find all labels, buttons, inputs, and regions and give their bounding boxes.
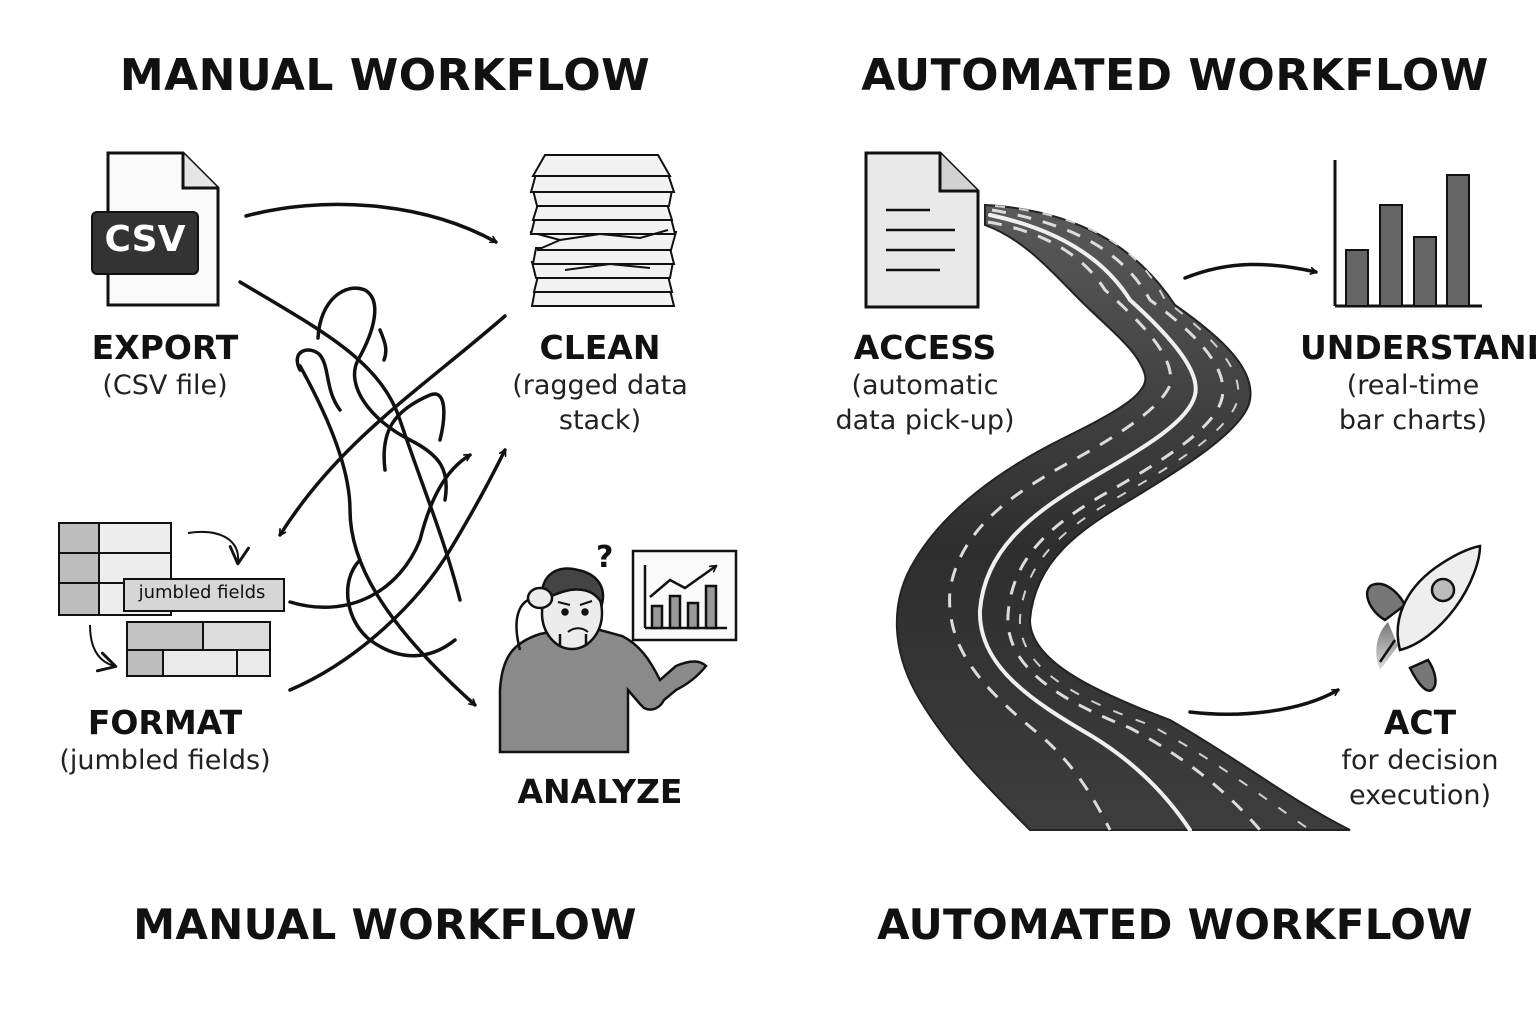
- step-export: EXPORT (CSV file): [60, 328, 270, 403]
- step-clean-label: CLEAN: [539, 328, 661, 367]
- step-format-sub: (jumbled fields): [59, 745, 271, 776]
- csv-badge-text: CSV: [104, 219, 186, 260]
- step-clean-sub-2: stack): [558, 405, 642, 436]
- trend-chart-icon: [631, 549, 738, 642]
- step-act-sub-1: for decision: [1341, 745, 1499, 776]
- step-format-label: FORMAT: [87, 703, 243, 742]
- step-access-sub-1: (automatic: [851, 370, 999, 401]
- manual-title: MANUAL WORKFLOW: [119, 50, 651, 101]
- step-understand-sub-2: bar charts): [1338, 405, 1488, 436]
- step-act-sub-2: execution): [1348, 780, 1492, 811]
- step-access: ACCESS (automatic data pick-up): [815, 328, 1035, 438]
- manual-footer: MANUAL WORKFLOW: [133, 900, 637, 949]
- step-understand: UNDERSTAND (real-time bar charts): [1300, 328, 1536, 438]
- step-understand-label: UNDERSTAND: [1300, 328, 1536, 367]
- paper-stack-icon: [529, 154, 678, 307]
- step-act: ACT for decision execution): [1330, 703, 1510, 813]
- automated-footer: AUTOMATED WORKFLOW: [877, 900, 1473, 949]
- step-understand-sub-1: (real-time: [1346, 370, 1480, 401]
- step-export-label: EXPORT: [91, 328, 239, 367]
- question-mark: ?: [596, 540, 614, 575]
- step-access-sub-2: data pick-up): [835, 405, 1015, 436]
- step-analyze-label: ANALYZE: [517, 772, 683, 811]
- rocket-icon: [1365, 544, 1482, 692]
- step-clean: CLEAN (ragged data stack): [495, 328, 705, 438]
- tangled-arrows: [238, 202, 507, 707]
- road-arrows: [1183, 262, 1340, 716]
- step-format: FORMAT (jumbled fields): [45, 703, 285, 778]
- step-clean-sub-1: (ragged data: [512, 370, 688, 401]
- jumbled-table-icon: [58, 522, 285, 677]
- automated-title: AUTOMATED WORKFLOW: [861, 50, 1489, 101]
- bar-chart-icon: [1333, 160, 1482, 308]
- jumbled-fields-text: jumbled fields: [138, 582, 266, 603]
- winding-road-icon: [895, 203, 1351, 832]
- document-icon: [864, 151, 980, 309]
- step-access-label: ACCESS: [853, 328, 997, 367]
- csv-file-icon: [91, 151, 220, 307]
- step-analyze: ANALYZE: [495, 772, 705, 812]
- confused-person-icon: [498, 567, 708, 754]
- step-export-sub: (CSV file): [102, 370, 228, 401]
- step-act-label: ACT: [1383, 703, 1457, 742]
